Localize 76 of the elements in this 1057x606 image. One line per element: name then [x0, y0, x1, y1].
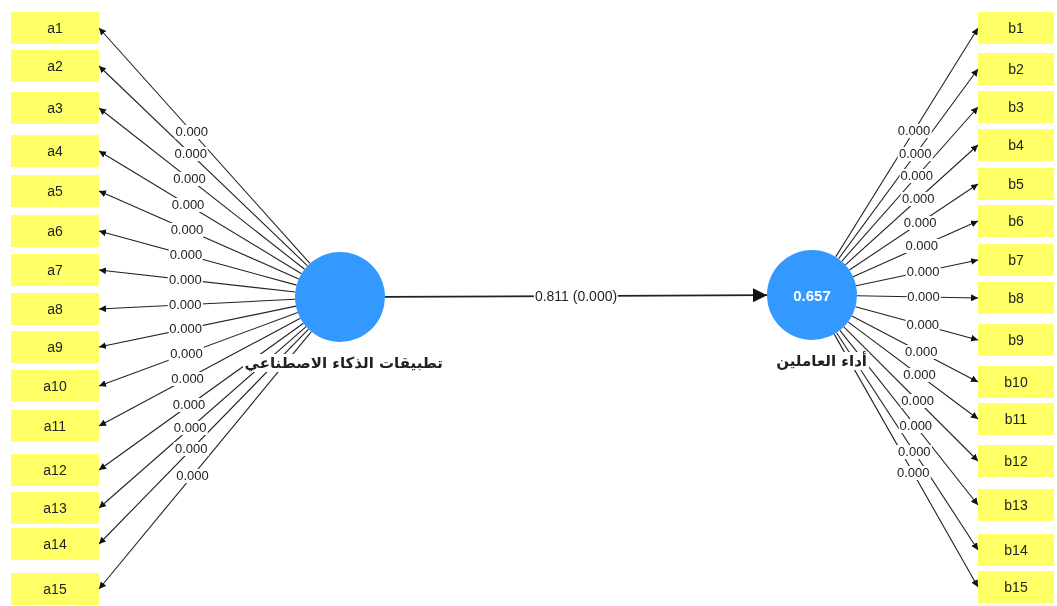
- indicator-box: a7: [11, 254, 99, 286]
- edge-label: 0.000: [903, 345, 939, 360]
- arrow: [847, 321, 979, 420]
- edge-label: 0.000: [172, 421, 208, 436]
- indicator-box: b11: [978, 403, 1054, 435]
- arrow: [844, 144, 979, 266]
- edge-label: 0.000: [904, 239, 940, 254]
- indicator-box: b12: [978, 445, 1054, 477]
- r-squared-value: 0.657: [793, 286, 831, 304]
- indicator-box: b2: [978, 53, 1054, 85]
- indicator-box: a9: [11, 331, 99, 363]
- arrow: [98, 27, 311, 265]
- indicator-box: b14: [978, 534, 1054, 566]
- indicator-box: a12: [11, 454, 99, 486]
- indicator-box: b8: [978, 282, 1054, 314]
- indicator-box: b9: [978, 324, 1054, 356]
- edge-label: 0.000: [899, 169, 934, 184]
- edge-label: 0.000: [898, 419, 934, 434]
- arrow: [835, 27, 979, 258]
- arrow: [838, 68, 979, 260]
- edge-label: 0.000: [905, 318, 941, 333]
- edge-label: 0.000: [174, 124, 210, 139]
- indicator-box: a15: [11, 573, 99, 605]
- indicator-box: a4: [11, 135, 99, 167]
- edge-label: 0.000: [898, 147, 933, 162]
- indicator-box: a6: [11, 215, 99, 247]
- edge-label: 0.000: [170, 371, 205, 386]
- arrow: [98, 65, 309, 267]
- edge-label: 0.000: [906, 290, 941, 304]
- indicator-box: a8: [11, 293, 99, 325]
- edge-label: 0.000: [175, 468, 210, 483]
- edge-label: 0.000: [171, 398, 207, 413]
- edge-label: 0.811 (0.000): [533, 289, 619, 303]
- edge-label: 0.000: [172, 171, 207, 186]
- indicator-box: a11: [11, 410, 99, 442]
- indicator-box: b13: [978, 489, 1054, 521]
- edge-label: 0.000: [902, 368, 937, 383]
- indicator-box: a5: [11, 175, 99, 207]
- edge-label: 0.000: [896, 123, 932, 138]
- arrow: [98, 331, 312, 590]
- indicator-box: a14: [11, 528, 99, 560]
- edge-label: 0.000: [896, 466, 931, 481]
- edge-label: 0.000: [900, 393, 935, 408]
- edge-label: 0.000: [173, 442, 209, 457]
- indicator-box: a3: [11, 92, 99, 124]
- indicator-box: b10: [978, 366, 1054, 398]
- edge-label: 0.000: [168, 247, 204, 262]
- indicator-box: a10: [11, 370, 99, 402]
- indicator-box: b6: [978, 205, 1054, 237]
- construct-label: أداء العاملين: [774, 352, 869, 370]
- edge-label: 0.000: [173, 146, 208, 161]
- arrow: [98, 107, 306, 270]
- indicator-box: b3: [978, 91, 1054, 123]
- edge-label: 0.000: [902, 215, 938, 230]
- edge-label: 0.000: [905, 264, 941, 279]
- edge-label: 0.000: [170, 197, 206, 212]
- indicator-box: b5: [978, 168, 1054, 200]
- arrow: [843, 326, 979, 462]
- indicator-box: a2: [11, 50, 99, 82]
- edge-label: 0.000: [901, 191, 936, 206]
- arrow: [841, 106, 979, 262]
- indicator-box: b7: [978, 244, 1054, 276]
- arrow: [98, 150, 303, 275]
- indicator-box: a1: [11, 12, 99, 44]
- construct-label: تطبيقات الذكاء الاصطناعي: [242, 354, 445, 372]
- edge-label: 0.000: [897, 445, 932, 460]
- edge-label: 0.000: [168, 272, 203, 287]
- indicator-box: b15: [978, 571, 1054, 603]
- arrow: [98, 317, 301, 427]
- edge-label: 0.000: [169, 222, 205, 237]
- indicator-box: b1: [978, 12, 1054, 44]
- indicator-box: b4: [978, 129, 1054, 161]
- indicator-box: a13: [11, 492, 99, 524]
- edge-label: 0.000: [168, 297, 203, 312]
- edge-label: 0.000: [169, 346, 204, 361]
- edge-label: 0.000: [168, 322, 203, 336]
